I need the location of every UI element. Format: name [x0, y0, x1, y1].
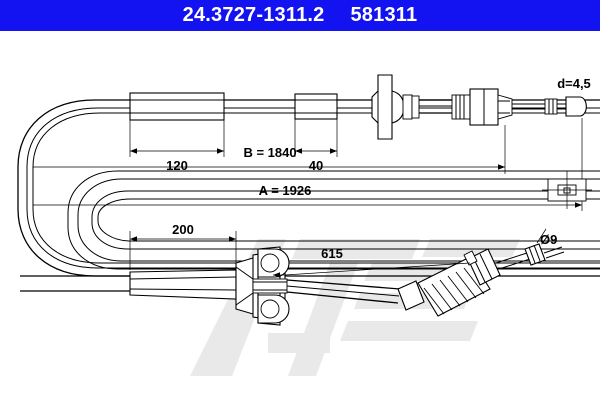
dimension-a-label: A = 1926: [259, 183, 312, 198]
drawing-canvas: 120 40 B = 1840 A = 1926: [17, 74, 600, 376]
upper-sleeve-120: [129, 92, 225, 121]
dimension-d45-label: d=4,5: [557, 76, 591, 91]
dimension-615-label: 615: [321, 246, 343, 261]
dimension-d9-label: Ø9: [540, 232, 557, 247]
dimension-d45: d=4,5: [557, 76, 591, 91]
eye-diameter-detail: Ø9: [536, 171, 592, 247]
dimension-40-label: 40: [309, 158, 323, 173]
inner-cable-loop: [67, 170, 600, 270]
lower-cable-615: [286, 279, 401, 304]
dimension-40: 40: [294, 119, 338, 173]
part-number: 24.3727-1311.2: [182, 4, 325, 26]
cable-adjuster: [451, 88, 513, 126]
technical-drawing: 120 40 B = 1840 A = 1926: [0, 31, 600, 400]
dimension-615: 615: [273, 246, 471, 278]
mounting-bracket: [235, 246, 290, 326]
dimension-b-label: B = 1840: [243, 145, 296, 160]
dimension-120-label: 120: [166, 158, 188, 173]
lower-conduit: [20, 275, 130, 292]
title-bar: 24.3727-1311.2 581311: [0, 0, 600, 31]
upper-wire: [512, 103, 545, 110]
dimension-200: 200: [129, 222, 237, 270]
dimension-120: 120: [129, 120, 225, 173]
lower-sleeve-200: [129, 269, 237, 300]
lower-spring-fitting: [397, 243, 565, 317]
end-nipple: [544, 96, 587, 117]
end-view-symbol: [542, 171, 592, 209]
upper-sleeve-40: [294, 93, 338, 120]
dimension-200-label: 200: [172, 222, 194, 237]
cone-grommet: [371, 74, 420, 140]
dimension-b: B = 1840: [33, 125, 506, 174]
upper-cable-midsegment: [419, 99, 452, 114]
upper-conduit: [17, 99, 600, 277]
reference-number: 581311: [350, 4, 418, 26]
